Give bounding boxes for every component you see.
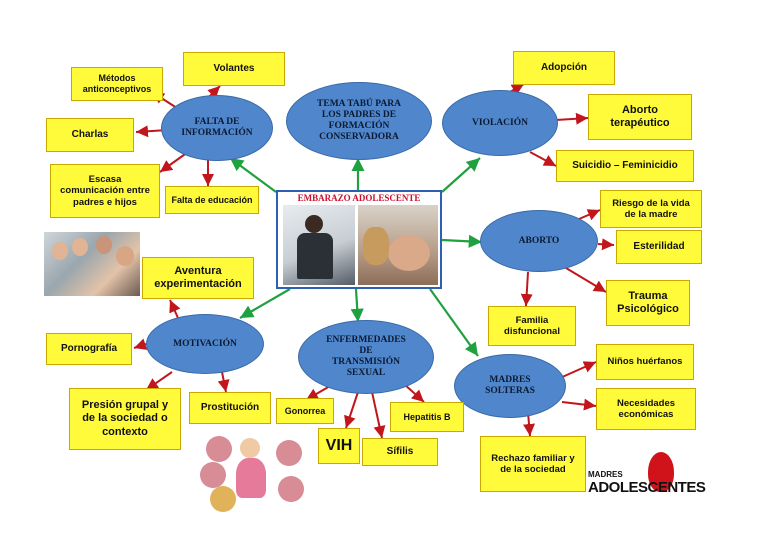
arrow-esterilidad — [597, 238, 615, 251]
box-gonorrea: Gonorrea — [276, 398, 334, 424]
box-charlas: Charlas — [46, 118, 134, 152]
box-adopcion: Adopción — [513, 51, 615, 85]
box-hepatitis-b: Hepatitis B — [390, 402, 464, 432]
heart-icon — [206, 436, 232, 462]
center-title: EMBARAZO ADOLESCENTE — [297, 193, 421, 203]
box-esterilidad: Esterilidad — [616, 230, 702, 264]
arrow-prostitucion — [217, 371, 230, 393]
box-prostitucion: Prostitución — [189, 392, 271, 424]
box-escasa-comunicacion: Escasa comunicación entre padres e hijos — [50, 164, 160, 218]
box-falta-educacion: Falta de educación — [165, 186, 259, 214]
center-node: EMBARAZO ADOLESCENTE — [276, 190, 442, 289]
arrow-hepatitis — [403, 383, 425, 403]
arrow-to-violacion — [441, 157, 481, 193]
node-motivacion: MOTIVACIÓN — [146, 314, 264, 374]
box-metodos: Métodos anticonceptivos — [71, 67, 163, 101]
girl-dress-icon — [236, 458, 266, 498]
box-volantes: Volantes — [183, 52, 285, 86]
pregnant-girl-illustration — [196, 432, 320, 514]
node-tema-tabu: TEMA TABÚ PARA LOS PADRES DE FORMACIÓN C… — [286, 82, 432, 160]
arrow-vih — [344, 391, 359, 429]
node-falta-informacion: FALTA DE INFORMACIÓN — [161, 95, 273, 161]
box-necesidades-economicas: Necesidades económicas — [596, 388, 696, 430]
arrow-to-motivacion — [239, 288, 291, 319]
logo-text-small: MADRES — [588, 470, 623, 479]
girl-head-icon — [240, 438, 260, 458]
arrow-aventura — [169, 299, 181, 319]
arrow-to-madres — [429, 288, 479, 357]
pregnant-girl-photo — [283, 205, 355, 285]
arrow-to-enfermedades — [350, 288, 364, 323]
box-trauma-psicologico: Trauma Psicológico — [606, 280, 690, 326]
node-violacion: VIOLACIÓN — [442, 90, 558, 156]
family-argument-photo — [44, 232, 140, 296]
box-aventura: Aventura experimentación — [142, 257, 254, 299]
arrow-ninos — [559, 361, 597, 379]
arrow-to-falta — [229, 157, 277, 193]
tools-icon — [200, 462, 226, 488]
arrow-pornografia — [133, 338, 148, 350]
node-enfermedades: ENFERMEDADES DE TRANSMISIÓN SEXUAL — [298, 320, 434, 394]
book-icon — [278, 476, 304, 502]
arrow-necesidades — [561, 398, 597, 411]
box-familia-disfuncional: Familia disfuncional — [488, 306, 576, 346]
box-vih: VIH — [318, 428, 360, 464]
madres-adolescentes-logo: MADRES ADOLESCENTES — [588, 452, 706, 498]
box-rechazo-familiar: Rechazo familiar y de la sociedad — [480, 436, 586, 492]
arrow-presion — [145, 371, 173, 391]
belly-with-teddy-photo — [358, 205, 438, 285]
logo-text-big: ADOLESCENTES — [588, 479, 706, 496]
graduation-cap-icon — [276, 440, 302, 466]
arrow-gonorrea — [305, 385, 331, 401]
arrow-aborto-terapeutico — [555, 112, 589, 125]
box-presion-grupal: Presión grupal y de la sociedad o contex… — [69, 388, 181, 450]
arrow-escasa — [159, 151, 189, 173]
green-arrows — [229, 157, 483, 357]
arrow-to-aborto — [441, 234, 483, 248]
box-suicidio-feminicidio: Suicidio – Feminicidio — [556, 150, 694, 182]
arrow-suicidio — [529, 151, 557, 167]
arrow-sifilis — [371, 391, 386, 439]
silhouette-icon — [648, 452, 674, 492]
box-aborto-terapeutico: Aborto terapéutico — [588, 94, 692, 140]
arrow-trauma — [565, 267, 607, 293]
arrow-familia — [520, 271, 533, 307]
node-madres-solteras: MADRES SOLTERAS — [454, 354, 566, 418]
node-aborto: ABORTO — [480, 210, 598, 272]
condom-icon — [210, 486, 236, 512]
box-sifilis: Sífilis — [362, 438, 438, 466]
box-pornografia: Pornografía — [46, 333, 132, 365]
box-ninos-huerfanos: Niños huérfanos — [596, 344, 694, 380]
box-riesgo-vida: Riesgo de la vida de la madre — [600, 190, 702, 228]
